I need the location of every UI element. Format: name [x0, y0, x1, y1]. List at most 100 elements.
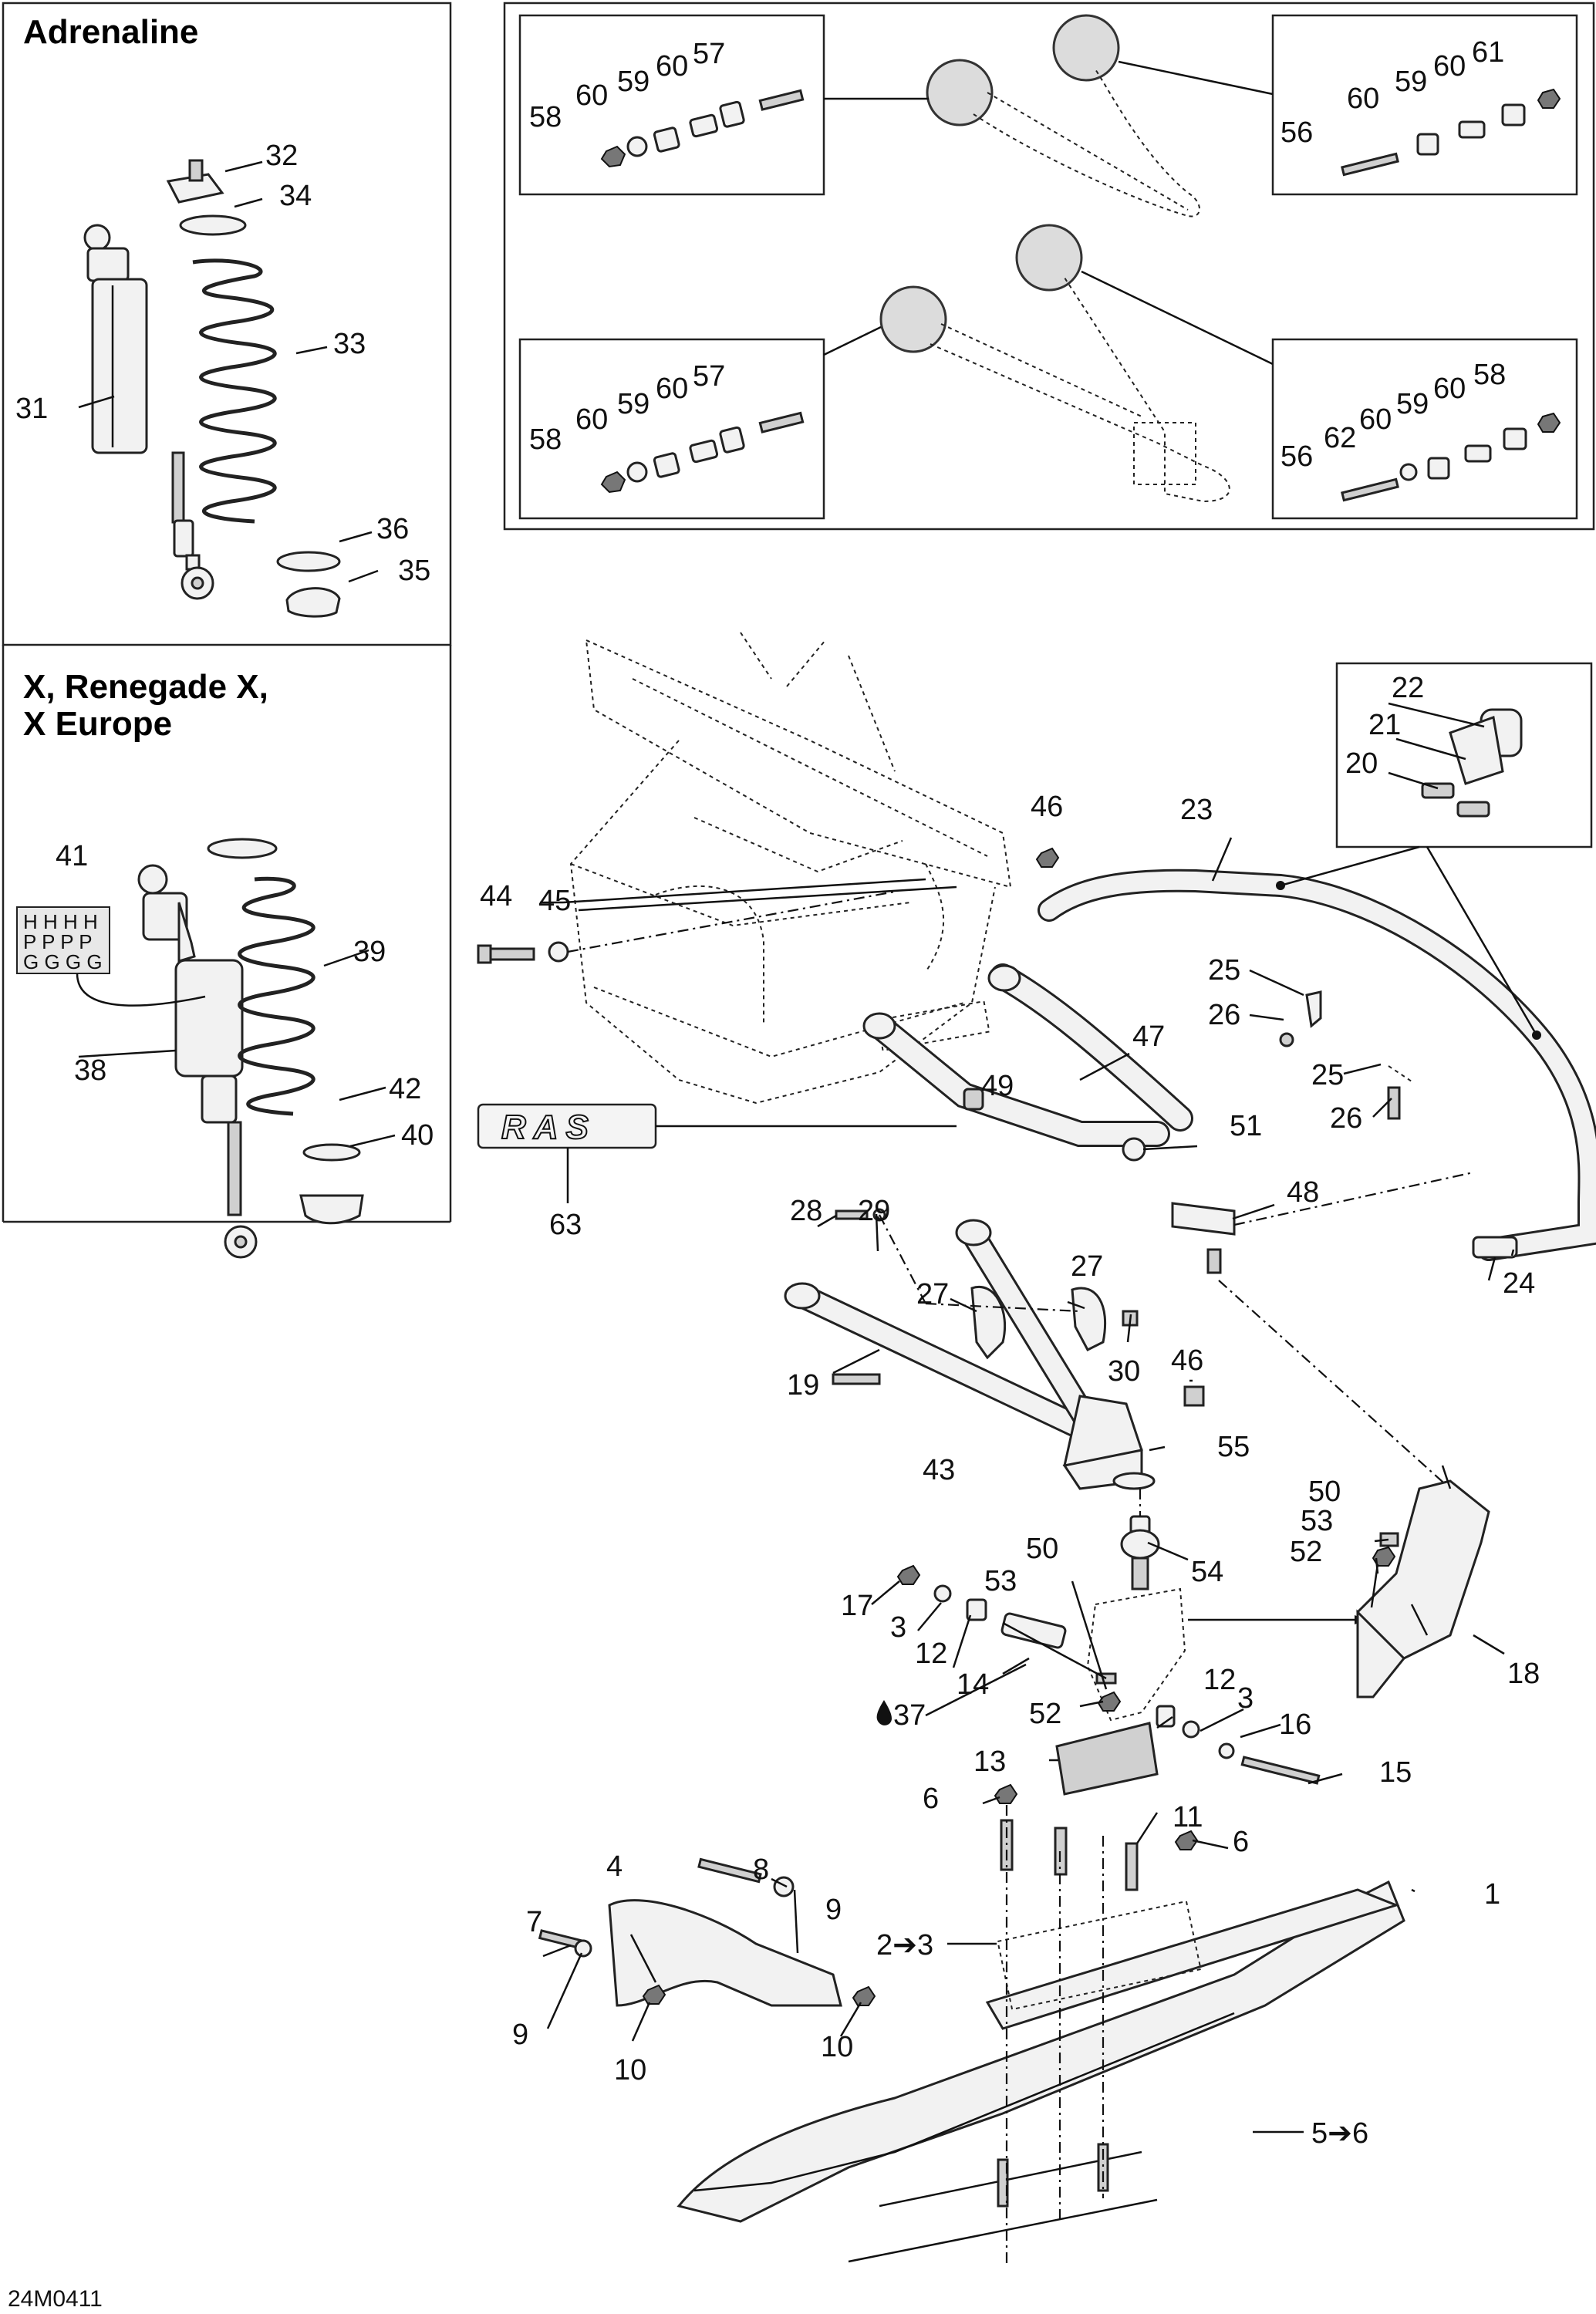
callout-11: 11	[1173, 1801, 1203, 1833]
callout-57: 57	[693, 38, 725, 70]
inset-hardware-top-left	[600, 89, 805, 168]
callout-58: 58	[529, 101, 562, 133]
callout-15: 15	[1379, 1756, 1412, 1789]
callout-59: 59	[1395, 66, 1427, 98]
callout-56: 56	[1281, 116, 1313, 149]
lower-a-arm	[784, 1219, 1156, 1490]
ski-handle	[538, 1857, 876, 2007]
callout-14: 14	[957, 1668, 989, 1701]
callout-40: 40	[401, 1119, 434, 1152]
callout-53: 53	[984, 1565, 1017, 1597]
callout-1: 1	[1484, 1878, 1500, 1911]
callout-46: 46	[1031, 791, 1063, 823]
callout-53: 53	[1301, 1505, 1333, 1537]
callout-49: 49	[981, 1070, 1014, 1102]
callout-43: 43	[923, 1454, 955, 1486]
callout-9: 9	[825, 1894, 842, 1926]
callout-27: 27	[916, 1278, 949, 1310]
callout-29: 29	[858, 1195, 890, 1227]
callout-63: 63	[549, 1209, 582, 1241]
callout-50: 50	[1026, 1533, 1058, 1565]
callout-22: 22	[1392, 672, 1424, 704]
callout-33: 33	[333, 328, 366, 360]
callout-4: 4	[606, 1850, 623, 1883]
callout-46: 46	[1171, 1344, 1203, 1377]
chassis-frame-outline	[569, 632, 1012, 1105]
callout-59: 59	[617, 388, 650, 420]
callout-25: 25	[1311, 1059, 1344, 1091]
callout-28: 28	[790, 1195, 822, 1227]
callout-37: 37	[893, 1699, 926, 1732]
lower-a-arm-outline	[879, 224, 1230, 503]
x-variant-shock-absorber	[137, 864, 258, 1259]
callout-38: 38	[74, 1054, 106, 1087]
callout-42: 42	[389, 1073, 421, 1105]
ski-runners	[848, 2143, 1158, 2263]
leader-lines	[78, 160, 1515, 2134]
panel-frames	[2, 2, 1595, 1223]
callout-labels: 1 2➔3 3 3 4 5➔6 6 6 7 8 9 9 10 10 11 12 …	[15, 36, 1540, 2150]
spindle-part	[1356, 1479, 1490, 1698]
callout-26: 26	[1330, 1102, 1362, 1135]
lower-arm-guards	[970, 1285, 1107, 1360]
inset-hardware-bottom-left	[600, 411, 805, 494]
callout-45: 45	[538, 885, 571, 917]
callout-24: 24	[1503, 1267, 1535, 1300]
callout-59: 59	[617, 66, 650, 98]
svg-text:G G G G: G G G G	[23, 950, 103, 973]
callout-54: 54	[1191, 1556, 1223, 1588]
sway-bar	[1038, 869, 1596, 1261]
lubricant-drop-icon	[876, 1700, 892, 1725]
adrenaline-spring-hardware	[166, 159, 341, 618]
callout-18: 18	[1507, 1658, 1540, 1690]
ski-bolts	[994, 1783, 1199, 1891]
x-variant-title-line1: X, Renegade X,	[23, 668, 268, 706]
callout-12: 12	[1203, 1664, 1236, 1696]
callout-61: 61	[1472, 36, 1504, 69]
callout-10: 10	[821, 2031, 853, 2063]
callout-9: 9	[512, 2019, 528, 2051]
callout-17: 17	[841, 1590, 873, 1622]
callout-19: 19	[787, 1369, 819, 1402]
callout-36: 36	[376, 513, 409, 545]
upper-a-arm	[862, 963, 1193, 1162]
callout-47: 47	[1132, 1020, 1165, 1053]
callout-23: 23	[1180, 794, 1213, 826]
callout-41: 41	[56, 840, 88, 872]
x-variant-spring-hardware	[299, 1143, 364, 1225]
callout-31: 31	[15, 393, 48, 425]
callout-60: 60	[1359, 403, 1392, 436]
ball-joint	[1120, 1515, 1160, 1590]
svg-text:H H H H: H H H H	[23, 910, 98, 933]
callout-32: 32	[265, 140, 298, 172]
callout-6: 6	[923, 1783, 939, 1815]
callout-60: 60	[575, 79, 608, 112]
callout-3: 3	[1237, 1682, 1254, 1715]
callout-35: 35	[398, 555, 430, 587]
ras-decal-text: RAS	[501, 1108, 596, 1146]
callout-50: 50	[1308, 1476, 1341, 1508]
callout-26: 26	[1208, 999, 1240, 1031]
adrenaline-spring	[179, 214, 277, 524]
callout-12: 12	[915, 1638, 947, 1670]
figure-code: 24M0411	[8, 2286, 103, 2312]
x-variant-spring	[207, 838, 315, 1116]
callout-52: 52	[1290, 1536, 1322, 1568]
lower-arm-fasteners	[832, 1208, 1205, 1407]
x-variant-title-line2: X Europe	[23, 705, 172, 743]
tie-rod-end	[1171, 1202, 1236, 1274]
inset-hardware-bottom-right	[1341, 412, 1561, 502]
callout-13: 13	[973, 1746, 1006, 1778]
callout-60: 60	[656, 373, 688, 405]
spindle-hardware	[896, 1564, 1321, 1785]
callout-25: 25	[1208, 954, 1240, 987]
callout-52: 52	[1029, 1698, 1061, 1730]
callout-3: 3	[890, 1611, 906, 1644]
adrenaline-title: Adrenaline	[23, 13, 198, 51]
callout-55: 55	[1217, 1431, 1250, 1463]
callout-59: 59	[1396, 388, 1429, 420]
callout-10: 10	[614, 2054, 646, 2086]
callout-62: 62	[1324, 422, 1356, 454]
callout-21: 21	[1368, 709, 1401, 741]
